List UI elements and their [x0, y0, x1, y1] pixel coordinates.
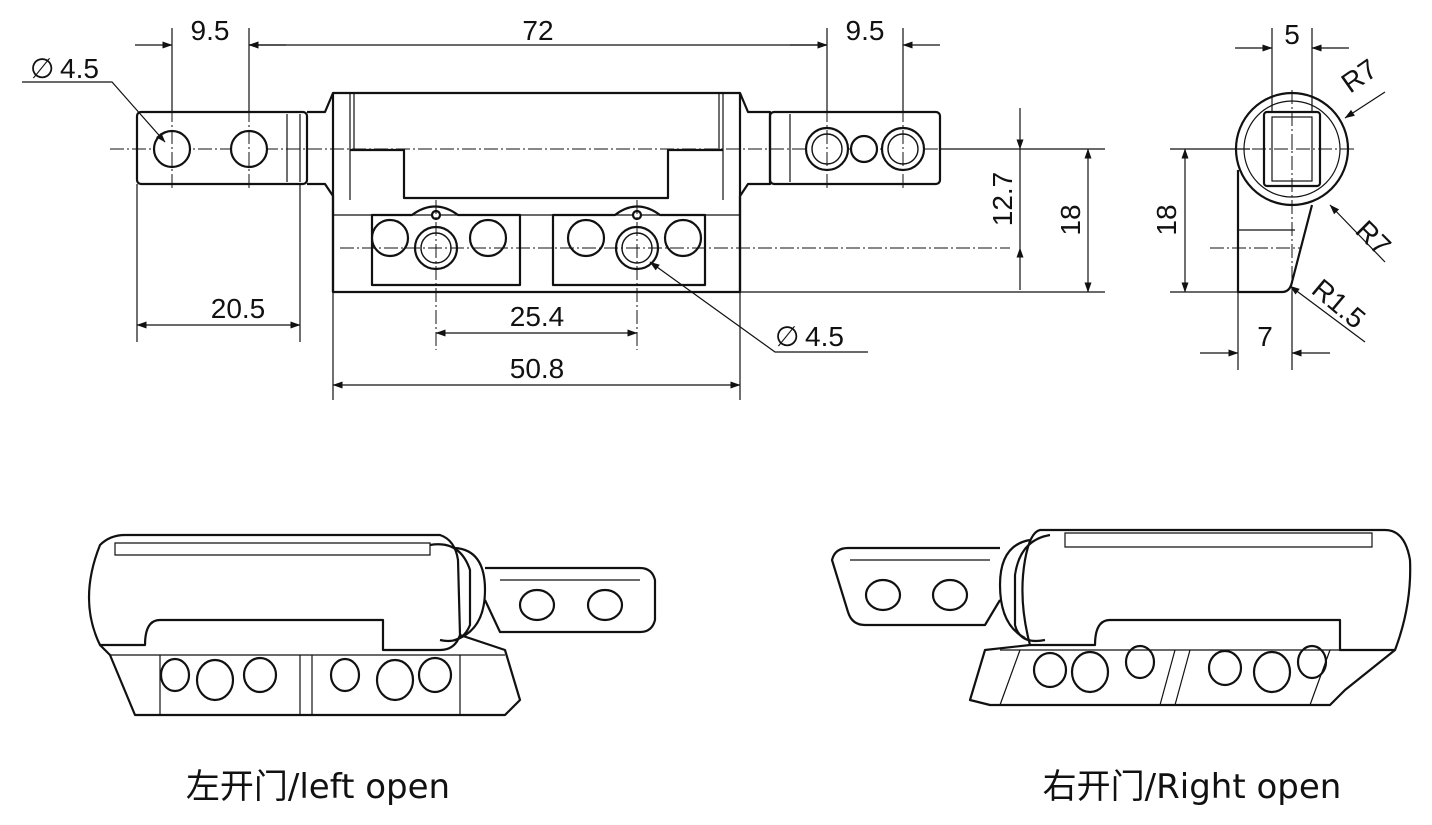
iso-right-open [830, 528, 1412, 707]
iso-left-open [87, 533, 657, 717]
mount-block-left [370, 205, 522, 287]
caption-left-open: 左开门/left open [186, 767, 450, 807]
dim-25-4: 25.4 [510, 301, 565, 332]
dim-20-5: 20.5 [211, 293, 266, 324]
dim-diameter-left: 4.5 [60, 53, 99, 84]
dim-diameter-symbol-right: ∅ [775, 321, 799, 352]
dim-r7-bottom: R7 [1350, 214, 1397, 261]
dim-9-5-right: 9.5 [846, 15, 885, 46]
mount-block-right [551, 205, 707, 287]
dim-diameter-symbol-left: ∅ [30, 53, 54, 84]
dim-9-5-left: 9.5 [191, 15, 230, 46]
dim-18-front: 18 [1055, 204, 1086, 235]
side-view: 5 R7 R7 R1.5 18 7 [1151, 19, 1397, 370]
front-view: 9.5 72 9.5 ∅ 4.5 ∅ 4.5 20.5 25.4 50.8 12… [22, 15, 1105, 400]
right-leaf [768, 108, 942, 190]
dim-72: 72 [522, 15, 553, 46]
dim-5: 5 [1284, 19, 1300, 50]
dim-r1-5: R1.5 [1306, 273, 1371, 335]
caption-right-open: 右开门/Right open [1043, 767, 1342, 807]
dim-r7-top: R7 [1336, 53, 1383, 99]
dim-diameter-right: 4.5 [805, 321, 844, 352]
dim-12-7: 12.7 [987, 172, 1018, 227]
dim-50-8: 50.8 [510, 353, 565, 384]
hinge-barrel [307, 91, 772, 294]
dim-18-side: 18 [1151, 204, 1182, 235]
dim-7: 7 [1257, 321, 1273, 352]
